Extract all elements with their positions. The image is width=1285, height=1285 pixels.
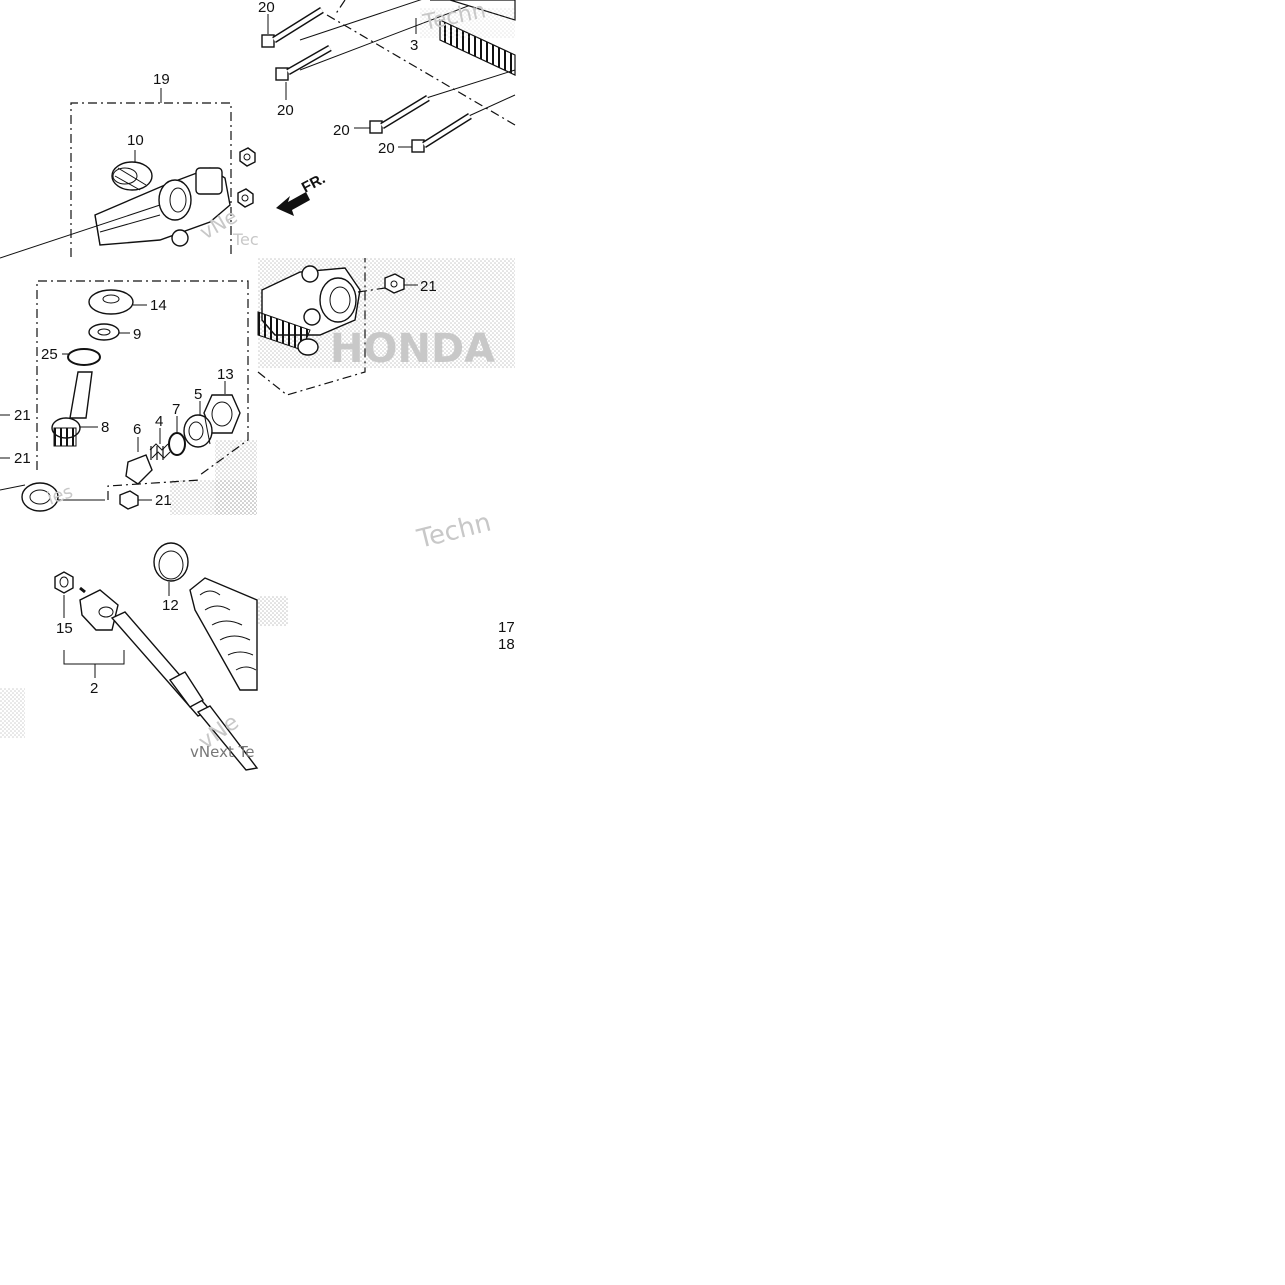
callout-25: 25 [41,346,58,363]
callout-9: 9 [133,326,141,343]
callout-21: 21 [155,492,172,509]
tie-rod-2 [79,586,259,771]
bolt-20-b [275,44,332,81]
callout-20: 20 [333,122,350,139]
callout-21: 21 [420,278,437,295]
callout-17: 17 [498,619,515,636]
watermark: Tec [232,230,259,249]
callout-20: 20 [258,0,275,16]
watermark-logo: HONDA [330,326,495,372]
rack-guide-6 [125,454,153,485]
callout-4: 4 [155,413,163,430]
o-ring-7 [168,432,186,456]
bolt-20-c [369,95,430,134]
bolt-20-d [411,113,472,153]
callout-5: 5 [194,386,202,403]
gearbox-housing [94,167,231,247]
rack-boot [189,577,258,691]
watermark: Techn [413,508,494,555]
callout-19: 19 [153,71,170,88]
clamp-band-12 [153,542,189,582]
callout-15: 15 [56,620,73,637]
tile-rack-housing-right: 21 HONDA [257,258,515,396]
bolt-20-a [261,7,324,48]
washer-9 [88,323,120,341]
nut-21-c [119,490,139,510]
front-arrow-label: FR. [299,170,328,196]
callout-20: 20 [277,102,294,119]
lock-nut-13 [203,394,241,434]
callout-20: 20 [378,140,395,157]
tile-gearbox-housing: 19 10 vNe Tec [0,71,259,259]
spring-4 [149,443,171,460]
callout-8: 8 [101,419,109,436]
watermark: vNext Te [190,743,254,761]
callout-13: 13 [217,366,234,383]
callout-6: 6 [133,421,141,438]
lock-nut-15 [54,571,74,594]
tile-tie-rod: 12 15 2 vNe vNext Te [0,542,288,771]
adjusting-screw-5 [183,414,213,448]
housing-fragment [0,482,105,512]
callout-10: 10 [127,132,144,149]
callout-7: 7 [172,401,180,418]
dust-seal-14 [88,289,134,315]
bushing-10 [111,161,153,191]
callout-14: 14 [150,297,167,314]
callout-3: 3 [410,37,418,54]
tile-pinion-assembly: 14 9 25 8 13 [0,280,257,515]
callout-21: 21 [14,407,31,424]
nut-21-d [384,273,405,294]
rack-housing-body [257,265,361,356]
callout-2: 2 [90,680,98,697]
pinion-shaft-8 [51,371,93,447]
callout-18: 18 [498,636,515,653]
front-direction-arrow: FR. [276,170,328,216]
callout-21: 21 [14,450,31,467]
callout-12: 12 [162,597,179,614]
nut-21-b [237,188,254,208]
tile-mounting-bolts: FR. 20 3 20 20 20 Techn [258,0,516,216]
snap-ring-25 [67,348,101,366]
nut-21-a [239,147,256,167]
